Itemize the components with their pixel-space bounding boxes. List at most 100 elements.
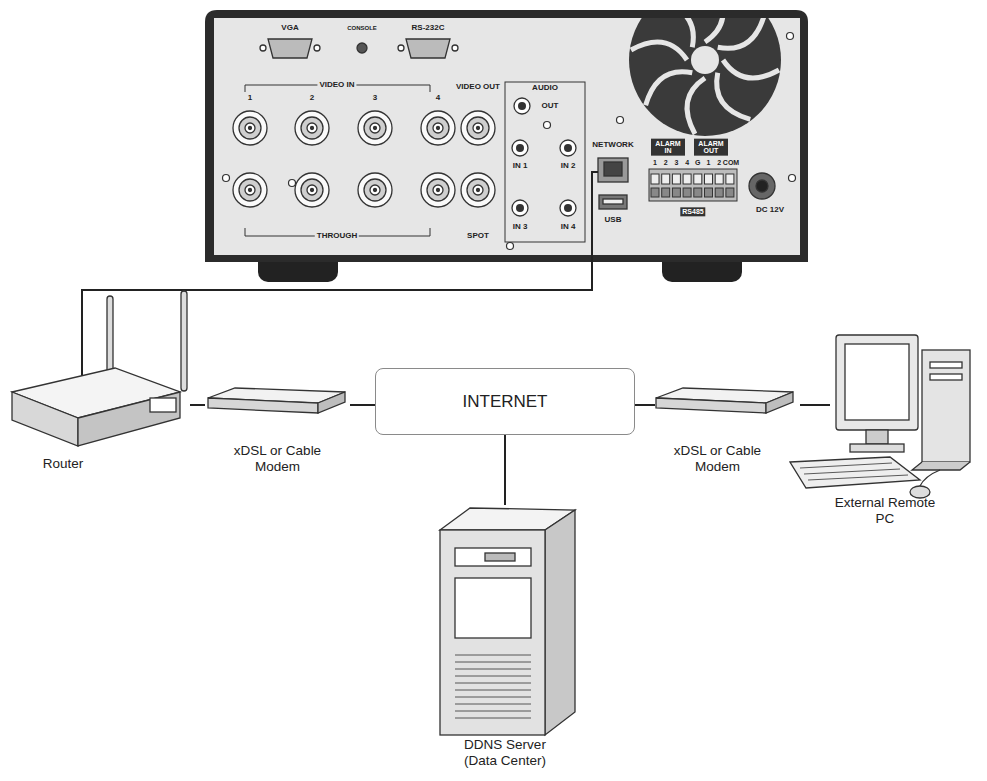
server-icon-part	[455, 578, 531, 638]
port-label: RS485	[680, 207, 705, 216]
bnc-connectors-part-part	[467, 117, 489, 139]
device-node: xDSL or Cable Modem	[205, 385, 350, 485]
network-link	[190, 404, 205, 406]
port-label: OUT	[542, 102, 559, 110]
server-icon-part-part	[455, 690, 531, 691]
port-label: USB	[605, 216, 622, 224]
server-icon-part-part	[455, 718, 531, 719]
port-label: IN 2	[561, 162, 576, 170]
terminal-block-part-part	[683, 188, 691, 197]
audio-panel-part-part	[512, 140, 528, 156]
pin-label: 1	[707, 159, 711, 166]
terminal-block-part-part	[715, 174, 723, 184]
bnc-connectors-part-part	[364, 179, 386, 201]
bnc-connectors-part-part	[239, 179, 261, 201]
bnc-connectors-part-part	[437, 127, 440, 130]
console-jack	[357, 43, 367, 53]
screws-part	[787, 33, 794, 40]
pc-icon-part	[930, 374, 962, 380]
bnc-connectors-part-part	[307, 123, 317, 133]
video-brackets	[245, 85, 430, 236]
pc-icon-part	[790, 457, 920, 488]
fan-part-part	[640, 60, 692, 112]
bnc-connectors-part-part	[461, 111, 495, 145]
bnc-connectors-part	[233, 111, 267, 145]
bnc-connectors-part-part	[427, 117, 449, 139]
pin-label: 2	[664, 159, 668, 166]
port-label: AUDIO	[530, 84, 560, 92]
network-port-part	[604, 162, 622, 176]
screws-part	[289, 180, 296, 187]
network-link	[350, 404, 375, 406]
rs232c-connector-part	[452, 45, 458, 51]
router-icon-part	[12, 392, 78, 446]
device-label: Router	[8, 456, 118, 472]
bnc-connectors-part-part	[233, 111, 267, 145]
bnc-connectors-part	[295, 111, 329, 145]
server-icon-part	[455, 548, 531, 566]
fan-part	[691, 46, 719, 74]
pc-icon-part	[920, 470, 940, 486]
usb-port	[599, 195, 627, 209]
terminal-block-part-part	[705, 174, 713, 184]
port-label: 1	[248, 94, 252, 102]
bnc-connectors-part-part	[427, 179, 449, 201]
network-link	[800, 404, 830, 406]
router-icon-part	[107, 296, 113, 380]
pin-label: G	[695, 159, 700, 166]
pc-icon-part	[845, 344, 909, 420]
bnc-connectors-part-part	[421, 173, 455, 207]
audio-panel	[505, 82, 585, 242]
terminal-block-part-part	[651, 174, 659, 184]
port-label: IN 3	[513, 223, 528, 231]
bnc-connectors-part-part	[245, 185, 255, 195]
server-icon-part-part	[455, 669, 531, 670]
bnc-connectors-part	[421, 111, 455, 145]
server-icon	[440, 508, 575, 735]
bnc-connectors-part	[295, 173, 329, 207]
device-label: xDSL or Cable Modem	[670, 443, 765, 475]
dc-jack-part	[749, 173, 775, 199]
device-label: INTERNET	[376, 391, 634, 411]
bnc-connectors-part	[461, 173, 495, 207]
port-label: VIDEO IN	[317, 81, 356, 89]
terminal-block-part-part	[705, 188, 713, 197]
terminal-block-part-part	[694, 174, 702, 184]
pin-label: 3	[674, 159, 678, 166]
modem-icon-part	[656, 398, 766, 413]
terminal-block-part-part	[726, 174, 734, 184]
device-node: External Remote PC	[830, 325, 980, 530]
screws-part	[789, 175, 796, 182]
terminal-block-part-part	[672, 174, 680, 184]
audio-panel-part-part	[560, 140, 576, 156]
port-label: IN 1	[513, 162, 528, 170]
rs232c-connector	[398, 39, 458, 58]
network-cloud-box: INTERNET	[375, 368, 635, 435]
fan-part	[631, 18, 779, 134]
audio-panel-part-part	[518, 102, 526, 110]
fan-part	[629, 18, 781, 136]
bnc-connectors-part-part	[374, 127, 377, 130]
audio-panel-part-part	[516, 204, 524, 212]
bnc-connectors-part-part	[370, 185, 380, 195]
bnc-connectors-part-part	[301, 117, 323, 139]
server-icon-part-part	[455, 683, 531, 684]
port-label: 4	[436, 94, 440, 102]
vga-connector-part	[314, 45, 320, 51]
audio-panel-part-part	[564, 144, 572, 152]
bnc-connectors-part-part	[374, 189, 377, 192]
server-icon-part	[545, 510, 575, 735]
bnc-connectors-part-part	[295, 173, 329, 207]
terminal-block-part	[649, 169, 737, 201]
server-icon-part-part	[455, 676, 531, 677]
bnc-connectors-part-part	[245, 123, 255, 133]
port-label: ALARM IN	[651, 139, 685, 156]
bnc-connectors-part-part	[364, 117, 386, 139]
network-port-part	[598, 158, 628, 182]
bnc-connectors-part-part	[421, 111, 455, 145]
terminal-block-part-part	[683, 174, 691, 184]
terminal-block	[649, 169, 737, 201]
bnc-connectors-part	[461, 111, 495, 145]
router-icon-part	[78, 392, 180, 446]
